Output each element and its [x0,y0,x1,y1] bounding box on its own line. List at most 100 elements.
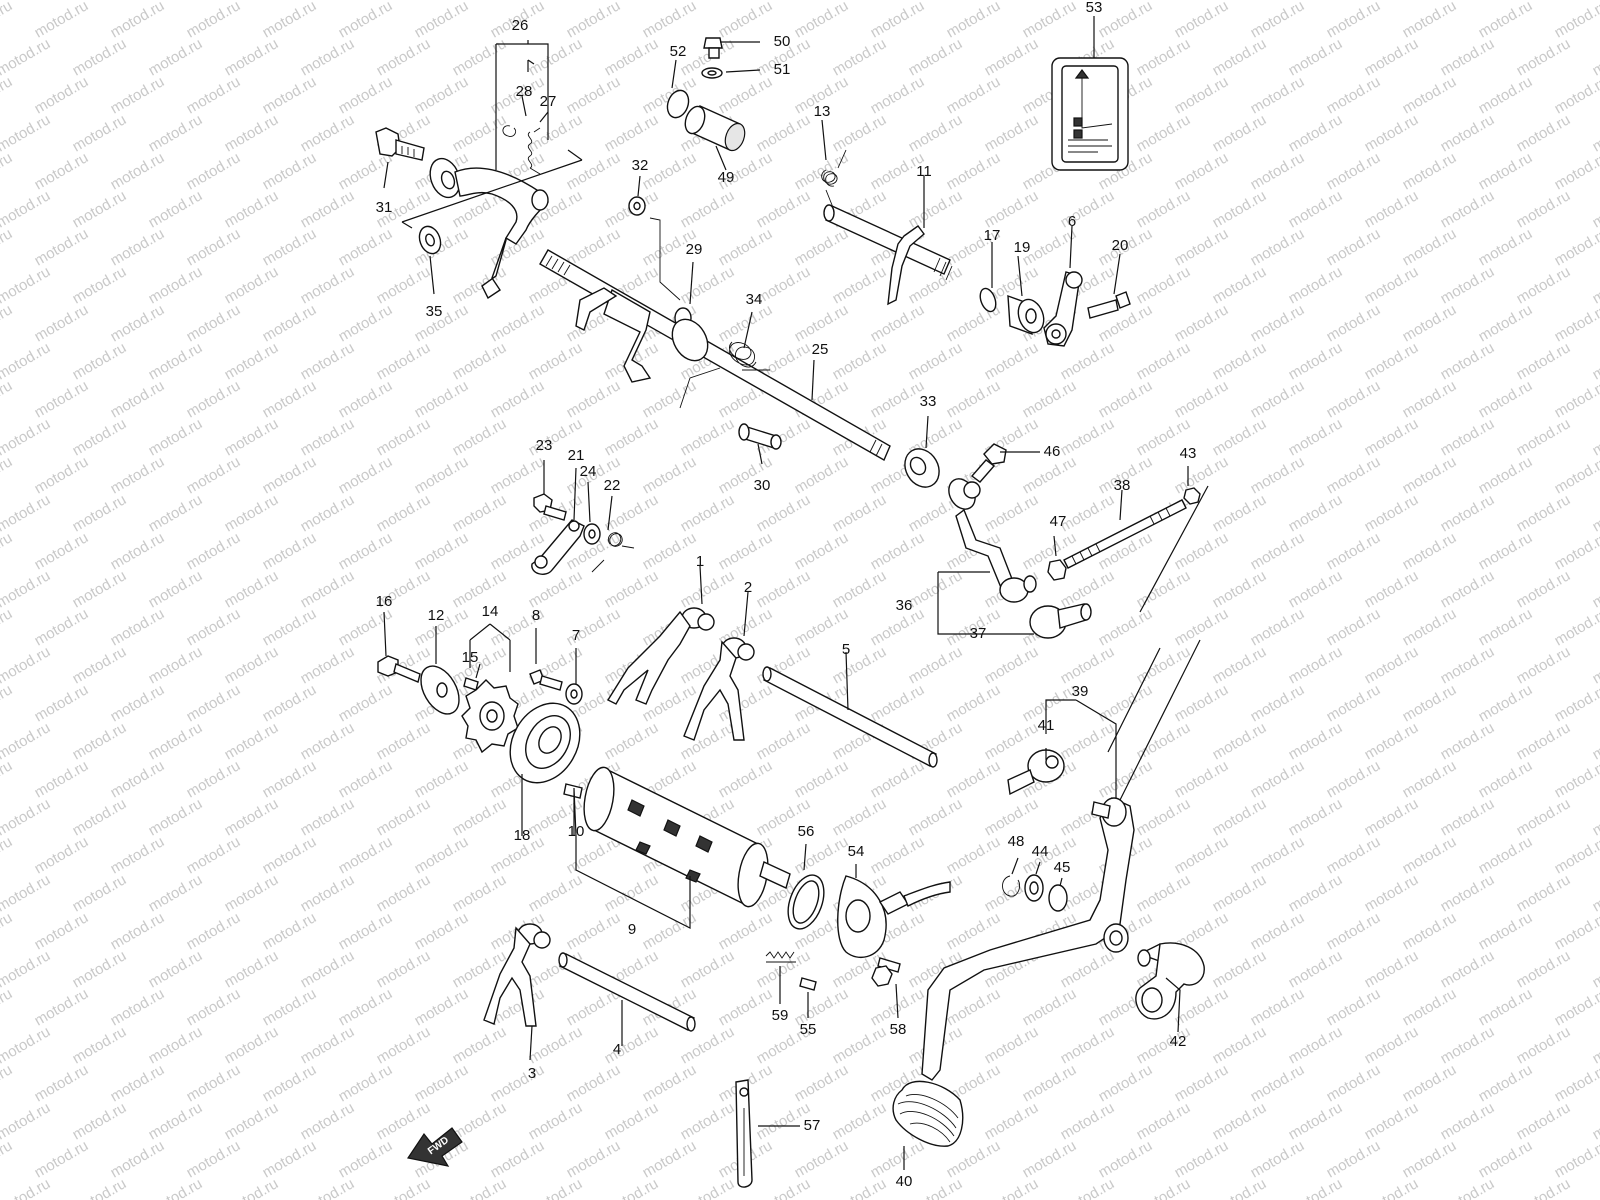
watermark-text: motod.ru [1400,529,1460,573]
watermark-text: motod.ru [678,719,738,763]
watermark-text: motod.ru [944,985,1004,1029]
watermark-text: motod.ru [1324,1061,1384,1105]
watermark-text: motod.ru [1514,263,1574,307]
watermark-text: motod.ru [1286,187,1346,231]
watermark-text: motod.ru [526,339,586,383]
watermark-text: motod.ru [146,871,206,915]
watermark-text: motod.ru [298,643,358,687]
watermark-text: motod.ru [184,985,244,1029]
callout-28: 28 [516,83,533,100]
callout-34: 34 [746,291,763,308]
part-47-nut [1047,559,1067,581]
watermark-text: motod.ru [1210,871,1270,915]
watermark-text: motod.ru [1286,491,1346,535]
watermark-text: motod.ru [1590,491,1600,535]
watermark-text: motod.ru [0,73,15,117]
watermark-text: motod.ru [1324,833,1384,877]
watermark-text: motod.ru [0,187,53,231]
watermark-text: motod.ru [640,377,700,421]
watermark-text: motod.ru [1324,0,1384,41]
watermark-text: motod.ru [602,567,662,611]
callout-6: 6 [1068,213,1076,230]
watermark-text: motod.ru [944,73,1004,117]
watermark-text: motod.ru [32,301,92,345]
watermark-text: motod.ru [0,681,15,725]
watermark-text: motod.ru [108,301,168,345]
watermark-text: motod.ru [1058,643,1118,687]
watermark-text: motod.ru [1552,833,1600,877]
watermark-text: motod.ru [0,643,53,687]
watermark-text: motod.ru [412,1061,472,1105]
part-57-clamp [735,1079,753,1188]
watermark-text: motod.ru [374,1175,434,1200]
watermark-text: motod.ru [1134,1175,1194,1200]
watermark-text: motod.ru [564,1137,624,1181]
watermark-text: motod.ru [184,1137,244,1181]
watermark-text: motod.ru [906,35,966,79]
watermark-text: motod.ru [1324,985,1384,1029]
watermark-text: motod.ru [1590,415,1600,459]
watermark-text: motod.ru [792,225,852,269]
watermark-text: motod.ru [184,453,244,497]
callout-25: 25 [812,341,829,358]
watermark-text: motod.ru [1590,1023,1600,1067]
watermark-text: motod.ru [70,111,130,155]
callout-29: 29 [686,241,703,258]
callout-33: 33 [920,393,937,410]
watermark-text: motod.ru [298,795,358,839]
watermark-text: motod.ru [1590,1099,1600,1143]
watermark-text: motod.ru [1438,947,1498,991]
watermark-text: motod.ru [260,73,320,117]
watermark-text: motod.ru [450,111,510,155]
callout-16: 16 [376,593,393,610]
watermark-text: motod.ru [1134,35,1194,79]
watermark-text: motod.ru [1552,0,1600,41]
watermark-text: motod.ru [1362,111,1422,155]
watermark-text: motod.ru [0,491,53,535]
callout-48: 48 [1008,833,1025,850]
watermark-text: motod.ru [906,795,966,839]
watermark-text: motod.ru [1058,1023,1118,1067]
watermark-text: motod.ru [1096,377,1156,421]
watermark-text: motod.ru [1552,377,1600,421]
callout-31: 31 [376,199,393,216]
watermark-text: motod.ru [1058,491,1118,535]
watermark-text: motod.ru [640,0,700,41]
watermark-text: motod.ru [260,605,320,649]
watermark-text: motod.ru [0,833,15,877]
callout-40: 40 [896,1173,913,1190]
part-23-bolt [533,493,567,521]
watermark-text: motod.ru [1590,719,1600,763]
part-7-washer [565,683,583,705]
watermark-text: motod.ru [1210,1175,1270,1200]
watermark-text: motod.ru [1514,491,1574,535]
watermark-text: motod.ru [792,1061,852,1105]
watermark-text: motod.ru [184,1061,244,1105]
callout-58: 58 [890,1021,907,1038]
watermark-text: motod.ru [944,149,1004,193]
watermark-text: motod.ru [1248,73,1308,117]
watermark-text: motod.ru [1590,187,1600,231]
watermark-text: motod.ru [374,947,434,991]
callout-50: 50 [774,33,791,50]
callout-59: 59 [772,1007,789,1024]
watermark-text: motod.ru [222,35,282,79]
watermark-text: motod.ru [1248,833,1308,877]
watermark-text: motod.ru [108,1137,168,1181]
watermark-text: motod.ru [564,909,624,953]
watermark-text: motod.ru [1286,263,1346,307]
part-10-pin [563,783,583,799]
watermark-text: motod.ru [1324,529,1384,573]
callout-5: 5 [842,641,850,658]
watermark-text: motod.ru [1058,1099,1118,1143]
watermark-text: motod.ru [1400,757,1460,801]
callout-47: 47 [1050,513,1067,530]
watermark-text: motod.ru [1172,0,1232,41]
part-36-shift-link [948,478,1037,603]
part-35-washer [418,225,442,255]
watermark-text: motod.ru [1590,567,1600,611]
watermark-text: motod.ru [1096,757,1156,801]
watermark-text: motod.ru [336,73,396,117]
watermark-text: motod.ru [1476,985,1536,1029]
watermark-text: motod.ru [0,1137,15,1181]
